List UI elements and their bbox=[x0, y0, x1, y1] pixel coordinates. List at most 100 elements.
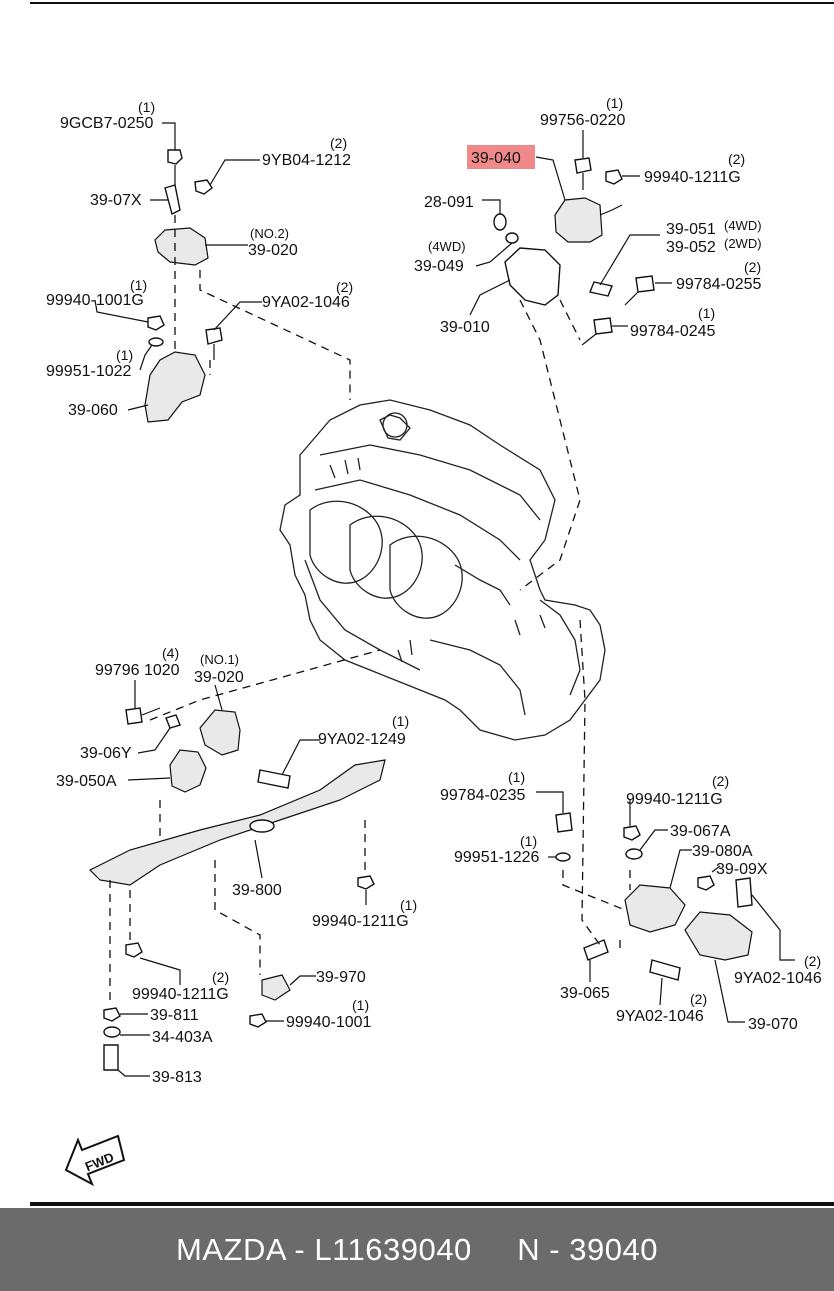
crossmember-hole bbox=[249, 819, 275, 833]
nut-99940-1211g-b bbox=[357, 875, 375, 890]
qty-99940-1211g-c: (2) bbox=[212, 969, 229, 985]
engine-block bbox=[279, 399, 606, 741]
qty-99940-1001: (1) bbox=[352, 997, 369, 1013]
bolt-9ya02-1249 bbox=[257, 769, 291, 789]
qty-99951-1226: (1) bbox=[520, 833, 537, 849]
bolt-99784-0235 bbox=[555, 812, 573, 833]
bolt-9ya02-lower bbox=[649, 959, 681, 981]
part-labels: (1) 9GCB7-0250 (2) 9YB04-1212 39-07X (NO… bbox=[46, 95, 822, 1086]
label-99756-0220: 99756-0220 bbox=[540, 112, 626, 129]
label-99940-1211g-a: 99940-1211G bbox=[644, 169, 741, 186]
washer-34-403a bbox=[103, 1026, 121, 1038]
qty-99940-1211g-a: (2) bbox=[728, 151, 745, 167]
qty-9ya02-b: (2) bbox=[804, 953, 821, 969]
label-39-050a: 39-050A bbox=[56, 773, 117, 790]
label-99940-1211g-d: 99940-1211G bbox=[626, 791, 723, 808]
label-99784-0245: 99784-0245 bbox=[630, 323, 716, 340]
label-99951-1226: 99951-1226 bbox=[454, 849, 540, 866]
qty-9gcb7: (1) bbox=[138, 99, 155, 115]
bracket-39-010 bbox=[504, 247, 561, 306]
label-99940-1211g-b: 99940-1211G bbox=[312, 913, 409, 930]
washer-99951-1022 bbox=[148, 337, 164, 347]
bolt-39-051 bbox=[589, 281, 613, 297]
label-39-052: 39-052 bbox=[666, 239, 716, 256]
nut-9yb04 bbox=[194, 179, 213, 195]
stud-39-06y bbox=[165, 714, 181, 729]
label-9yb04-1212: 9YB04-1212 bbox=[262, 152, 351, 169]
bolt-39-065 bbox=[583, 939, 609, 961]
washer-39-049 bbox=[505, 232, 519, 244]
label-99784-0235: 99784-0235 bbox=[440, 787, 526, 804]
label-39-080a: 39-080A bbox=[692, 843, 753, 860]
label-39-07x: 39-07X bbox=[90, 192, 142, 209]
label-99940-1211g-c: 99940-1211G bbox=[132, 986, 229, 1003]
qty-99940-1211g-d: (2) bbox=[712, 773, 729, 789]
stud-39-07x bbox=[164, 184, 181, 216]
qty-9ya02-c: (2) bbox=[690, 991, 707, 1007]
note-39-051-4wd: (4WD) bbox=[724, 218, 762, 233]
qty-99940-1211g-b: (1) bbox=[400, 897, 417, 913]
bolt-9ya02-upper bbox=[205, 327, 223, 345]
crossmember-39-800 bbox=[88, 759, 386, 886]
fwd-arrow-icon: FWD bbox=[64, 1134, 126, 1187]
label-39-065: 39-065 bbox=[560, 985, 610, 1002]
nut-39-811 bbox=[103, 1007, 121, 1022]
bolt-99784-0245 bbox=[593, 317, 613, 335]
bracket-39-970 bbox=[261, 974, 291, 1001]
note-no2: (NO.2) bbox=[250, 226, 289, 241]
bolt-99784-0255 bbox=[635, 275, 655, 293]
label-39-813: 39-813 bbox=[152, 1069, 202, 1086]
label-34-403a: 34-403A bbox=[152, 1029, 213, 1046]
mount-39-020-no1 bbox=[199, 709, 241, 756]
label-39-06y: 39-06Y bbox=[80, 745, 132, 762]
mount-39-020-no2 bbox=[154, 227, 209, 266]
label-39-040: 39-040 bbox=[471, 150, 521, 167]
qty-99784-0245: (1) bbox=[698, 305, 715, 321]
label-9ya02-1046-c: 9YA02-1046 bbox=[616, 1008, 704, 1025]
washer-28-091 bbox=[493, 213, 507, 231]
label-39-800: 39-800 bbox=[232, 882, 282, 899]
label-39-051: 39-051 bbox=[666, 221, 716, 238]
qty-99784-0235: (1) bbox=[508, 769, 525, 785]
footer-bar: MAZDA - L11639040 N - 39040 bbox=[0, 1208, 834, 1291]
qty-99951-1022: (1) bbox=[116, 347, 133, 363]
bolt-9ya02-right bbox=[735, 877, 753, 908]
qty-99796: (4) bbox=[162, 645, 179, 661]
washer-39-067a bbox=[625, 848, 643, 860]
label-9gcb7-0250: 9GCB7-0250 bbox=[60, 115, 153, 132]
label-99951-1022: 99951-1022 bbox=[46, 363, 132, 380]
nut-99940-1211g-c bbox=[125, 942, 143, 958]
top-right-mount-group bbox=[467, 130, 672, 591]
note-39-049-4wd: (4WD) bbox=[428, 239, 466, 254]
label-39-020-no1: 39-020 bbox=[194, 669, 244, 686]
label-28-091: 28-091 bbox=[424, 194, 474, 211]
bolt-99756 bbox=[574, 157, 592, 174]
mount-39-050a bbox=[169, 749, 207, 793]
qty-99756: (1) bbox=[606, 95, 623, 111]
nut-99940-1211g-d bbox=[623, 825, 641, 841]
label-99940-1001: 99940-1001 bbox=[286, 1014, 372, 1031]
label-39-070: 39-070 bbox=[748, 1016, 798, 1033]
mount-39-080a bbox=[624, 884, 686, 933]
label-9ya02-1249: 9YA02-1249 bbox=[318, 731, 406, 748]
bolt-39-813 bbox=[103, 1044, 119, 1071]
note-no1: (NO.1) bbox=[200, 652, 239, 667]
mount-39-060 bbox=[144, 351, 206, 423]
bolt-99796 bbox=[125, 707, 143, 725]
top-left-mount-group bbox=[94, 122, 351, 423]
qty-9ya02-a: (2) bbox=[336, 279, 353, 295]
mount-39-040 bbox=[554, 197, 603, 243]
bolt-9gcb7 bbox=[167, 149, 183, 165]
lower-left-mount-group bbox=[88, 649, 386, 1077]
label-99796-1020: 99796 1020 bbox=[95, 662, 180, 679]
mount-39-070 bbox=[684, 911, 753, 961]
label-39-09x: 39-09X bbox=[716, 861, 768, 878]
label-39-020-no2: 39-020 bbox=[248, 242, 298, 259]
label-39-010: 39-010 bbox=[440, 319, 490, 336]
label-39-060: 39-060 bbox=[68, 402, 118, 419]
nut-39-09x bbox=[697, 875, 715, 891]
note-39-052-2wd: (2WD) bbox=[724, 236, 762, 251]
qty-9yb04: (2) bbox=[330, 135, 347, 151]
nut-99940-1001g bbox=[147, 315, 165, 331]
nut-99940-1001 bbox=[249, 1013, 267, 1028]
